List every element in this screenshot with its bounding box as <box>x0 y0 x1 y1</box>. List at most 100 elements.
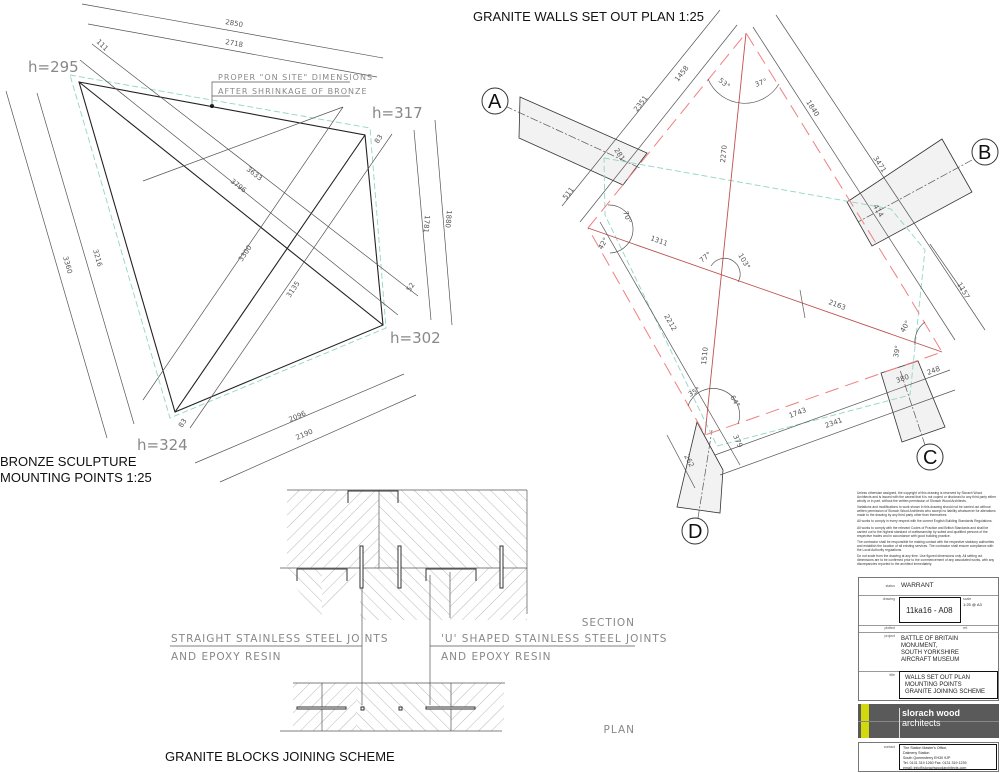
dimension-label: 3471 <box>871 155 887 174</box>
dimension-label: 3216 <box>91 248 104 268</box>
plan-label: PLAN <box>604 724 635 736</box>
dimension-label: 379 <box>731 433 744 449</box>
marker-b[interactable]: B <box>971 138 999 166</box>
dimension-label: 2190 <box>295 428 315 442</box>
angle-label: 40° <box>899 319 912 334</box>
angle-label: 53° <box>717 76 732 90</box>
angle-label: 42° <box>597 236 610 251</box>
joint-note: STRAIGHT STAINLESS STEEL JOINTS <box>171 633 389 645</box>
project-line: BATTLE OF BRITAIN <box>901 636 959 642</box>
granite-block-hatch <box>322 568 360 620</box>
dimension-label: 83 <box>373 133 385 145</box>
height-label: h=295 <box>28 58 79 76</box>
dimension-label: 248 <box>926 365 941 377</box>
title-line: MOUNTING POINTS <box>905 682 962 688</box>
scale-label: scale <box>963 597 972 601</box>
dimension-label: 2351 <box>632 94 649 113</box>
note-paragraph: All works to comply with the relevant Co… <box>857 525 989 538</box>
joint-note: AND EPOXY RESIN <box>171 651 282 663</box>
scale-value: 1:25 @ A3 <box>963 602 982 607</box>
granite-block-hatch <box>450 568 527 620</box>
project-line: AIRCRAFT MUSEUM <box>901 657 960 663</box>
diagonal <box>174 134 366 413</box>
general-notes: Unless otherwise assigned, the copyright… <box>857 491 997 570</box>
note-paragraph: Unless otherwise assigned, the copyright… <box>857 491 997 503</box>
dimension-label: 2096 <box>288 409 308 424</box>
granite-wall-d <box>676 420 724 514</box>
drawing-number-box: 11ka16 - A08 <box>899 597 961 623</box>
contact-line: Dalmeny Station <box>903 751 930 755</box>
mounting-quadrilateral <box>78 81 384 413</box>
note-text: PROPER "ON SITE" DIMENSIONS <box>218 73 373 82</box>
joint-note: 'U' SHAPED STAINLESS STEEL JOINTS <box>441 633 667 645</box>
contact-block: contact The Station Master's Office, Dal… <box>858 742 999 772</box>
project-label: project <box>884 634 895 638</box>
diagonal <box>78 81 384 326</box>
setout-line <box>587 227 943 353</box>
title-box: WALLS SET OUT PLAN MOUNTING POINTS GRANI… <box>899 671 998 699</box>
dimension-label: 83 <box>177 417 189 429</box>
granite-walls-plan: GRANITE WALLS SET OUT PLAN 1:25 <box>473 9 999 545</box>
angle-label: 64° <box>728 394 741 409</box>
ref-label: ref. <box>963 626 969 630</box>
axis-a <box>504 105 641 169</box>
height-label: h=317 <box>372 104 423 122</box>
marker-c[interactable]: C <box>916 443 944 471</box>
axis-b <box>857 159 973 223</box>
angle-label: 35° <box>687 386 702 399</box>
status-row: status WARRANT <box>859 578 998 596</box>
axis-d <box>697 429 713 519</box>
dimension-label: 2270 <box>719 145 729 164</box>
section-label: SECTION <box>582 617 635 629</box>
granite-wall-b <box>846 138 973 247</box>
axis-c <box>899 369 926 446</box>
dimension-label: 1880 <box>443 210 453 228</box>
granite-block-hatch <box>280 568 322 620</box>
setout-line <box>704 32 747 436</box>
bronze-sculpture-plan: h=295 h=317 h=302 h=324 PROPER "ON SITE"… <box>0 3 453 485</box>
firm-logo-band: slorach wood architects <box>858 704 999 738</box>
plan-outline <box>280 682 505 732</box>
dimension-label: 3135 <box>285 280 302 299</box>
firm-name: slorach wood architects <box>902 708 999 728</box>
contact-label: contact <box>883 745 895 749</box>
bronze-outline-dashed <box>69 74 387 419</box>
note-paragraph: Do not scale from the drawing at any tim… <box>857 554 995 567</box>
steel-joints <box>296 490 504 589</box>
title-block-frame: status WARRANT drawing 11ka16 - A08 scal… <box>858 577 999 701</box>
dimension-label: 1510 <box>700 347 710 366</box>
dimension-label: 2341 <box>824 416 843 430</box>
teal-setout <box>603 157 926 447</box>
angle-label: 37° <box>754 77 768 89</box>
marker-a[interactable]: A <box>481 87 509 115</box>
leader-line <box>211 81 350 106</box>
bronze-plan-title: BRONZE SCULPTURE <box>0 454 137 469</box>
title-row: title WALLS SET OUT PLAN MOUNTING POINTS… <box>859 671 998 701</box>
dimension-label: 2163 <box>827 298 846 312</box>
contact-box: The Station Master's Office, Dalmeny Sta… <box>899 744 997 770</box>
note-paragraph: The contractor shall be responsible for … <box>857 540 995 552</box>
dimension-label: 52 <box>405 281 417 293</box>
contact-line: The Station Master's Office, <box>903 746 948 750</box>
dimension-label: 1743 <box>788 406 807 420</box>
dimension-label: 2212 <box>662 313 678 332</box>
project-row: project BATTLE OF BRITAIN MONUMENT, SOUT… <box>859 632 998 672</box>
height-label: h=324 <box>137 436 188 454</box>
plotted-label: plotted <box>884 626 895 630</box>
marker-d[interactable]: D <box>681 517 709 545</box>
contact-email[interactable]: email: info@slorachwoodarchitects.com <box>903 766 967 770</box>
contact-line: South Queensferry EH30 9JP <box>903 756 951 760</box>
dimension-label: 511 <box>561 186 576 201</box>
dimension-label: 1311 <box>649 234 668 248</box>
marker-letter: C <box>923 447 937 469</box>
drawing-number: 11ka16 - A08 <box>906 606 953 615</box>
dimension-lines <box>5 3 453 483</box>
joining-scheme: STRAIGHT STAINLESS STEEL JOINTS AND EPOX… <box>165 489 667 764</box>
dimension-label: 1781 <box>421 215 431 233</box>
dimension-label: 1458 <box>673 64 690 83</box>
granite-block-hatch <box>360 568 450 620</box>
drawing-label: drawing <box>882 597 895 601</box>
firm-name-bold: slorach wood <box>902 708 961 718</box>
angle-label: 39° <box>892 345 902 359</box>
